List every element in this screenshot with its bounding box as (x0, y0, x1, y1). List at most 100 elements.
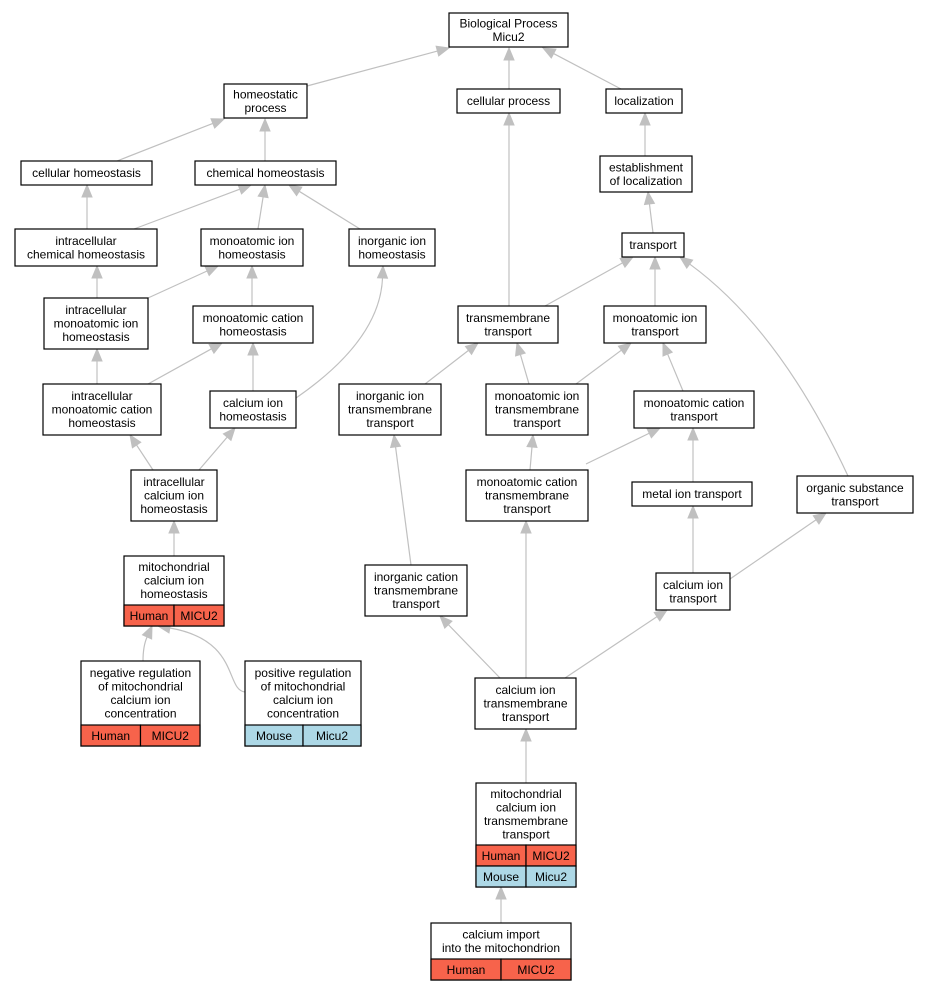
arrowhead (464, 342, 480, 356)
edge-inorg_ion_tm-to-tm_transport (424, 342, 480, 385)
node-label-line: transmembrane (374, 584, 458, 598)
node-label-line: transport (831, 494, 879, 508)
node-label-line: transport (392, 597, 440, 611)
node-box (485, 383, 589, 436)
node-label-line: intracellular (55, 234, 116, 248)
arrowhead (503, 46, 515, 61)
arrowhead (653, 609, 669, 622)
node-cellular-homeostasis[interactable]: cellular homeostasis (20, 160, 153, 186)
arrowhead (439, 615, 453, 629)
arrowhead (389, 433, 402, 449)
arrowhead (617, 342, 633, 356)
edge-cellular_homeostasis-to-homeostatic (116, 118, 226, 162)
node-label-line: calcium ion (144, 489, 204, 503)
arrowhead (678, 256, 694, 270)
edge-line (169, 627, 246, 693)
edge-inorg_ion_h-to-chemical_homeostasis (287, 184, 361, 230)
arrowhead (812, 512, 828, 525)
arrowhead (520, 727, 532, 742)
node-label-line: transport (629, 238, 677, 252)
edge-line (133, 188, 240, 230)
edge-ic_mono_ion-to-ic_chem (91, 264, 103, 298)
edge-ic_ca_h-to-ca_ion_h (198, 427, 236, 471)
node-box (796, 475, 914, 514)
edge-organic_t-to-transport (678, 256, 849, 477)
gene-label: MICU2 (532, 849, 570, 863)
node-box (456, 88, 561, 114)
edge-mono_cat_tm-to-mono_ion_tm (526, 433, 538, 471)
node-label-line: monoatomic cation (203, 311, 304, 325)
node-label-line: of mitochondrial (261, 679, 346, 693)
arrowhead (541, 47, 557, 59)
gene-label: Micu2 (316, 729, 348, 743)
arrowhead (503, 111, 515, 126)
node-label-line: transport (484, 324, 532, 338)
edge-ic_chem-to-chemical_homeostasis (133, 184, 253, 230)
node-box (194, 160, 337, 186)
node-label-line: transmembrane (495, 403, 579, 417)
edge-ca_ion_t-to-organic_t (729, 512, 828, 580)
arrowhead (247, 341, 259, 356)
node-box (448, 12, 569, 48)
node-transport[interactable]: transport (621, 232, 685, 258)
arrowhead (141, 624, 153, 640)
node-metal-ion-t[interactable]: metal ion transport (631, 481, 753, 507)
edge-ic_mono_cat-to-ic_mono_ion (91, 347, 103, 384)
node-box (655, 572, 731, 611)
edge-line (147, 348, 212, 385)
node-label-line: homeostasis (68, 416, 135, 430)
node-chemical-homeostasis[interactable]: chemical homeostasis (194, 160, 337, 186)
node-label-line: monoatomic ion (613, 311, 698, 325)
node-cellular-process[interactable]: cellular process (456, 88, 561, 114)
arrowhead (246, 264, 258, 279)
gene-label: MICU2 (180, 609, 218, 623)
node-label-line: localization (614, 94, 673, 108)
node-label-line: transmembrane (348, 403, 432, 417)
edge-ic_mono_ion-to-mono_ion_h (147, 265, 220, 299)
node-label-line: calcium ion (110, 693, 170, 707)
node-label-line: Biological Process (459, 16, 557, 30)
arrowhead (495, 885, 507, 900)
node-localization[interactable]: localization (605, 88, 683, 114)
edge-line (648, 203, 654, 234)
arrowhead (643, 190, 656, 206)
arrowhead (435, 45, 451, 57)
edge-ca_import-to-mito_ca_tm (495, 885, 507, 923)
node-label-line: establishment (609, 160, 684, 174)
node-label-line: transport (670, 409, 718, 423)
node-box (209, 390, 297, 429)
species-label: Human (482, 849, 521, 863)
edge-line (575, 349, 622, 385)
node-label-line: process (244, 101, 286, 115)
node-box (223, 83, 308, 119)
gene-cell (525, 865, 577, 888)
gene-cell (173, 604, 225, 627)
